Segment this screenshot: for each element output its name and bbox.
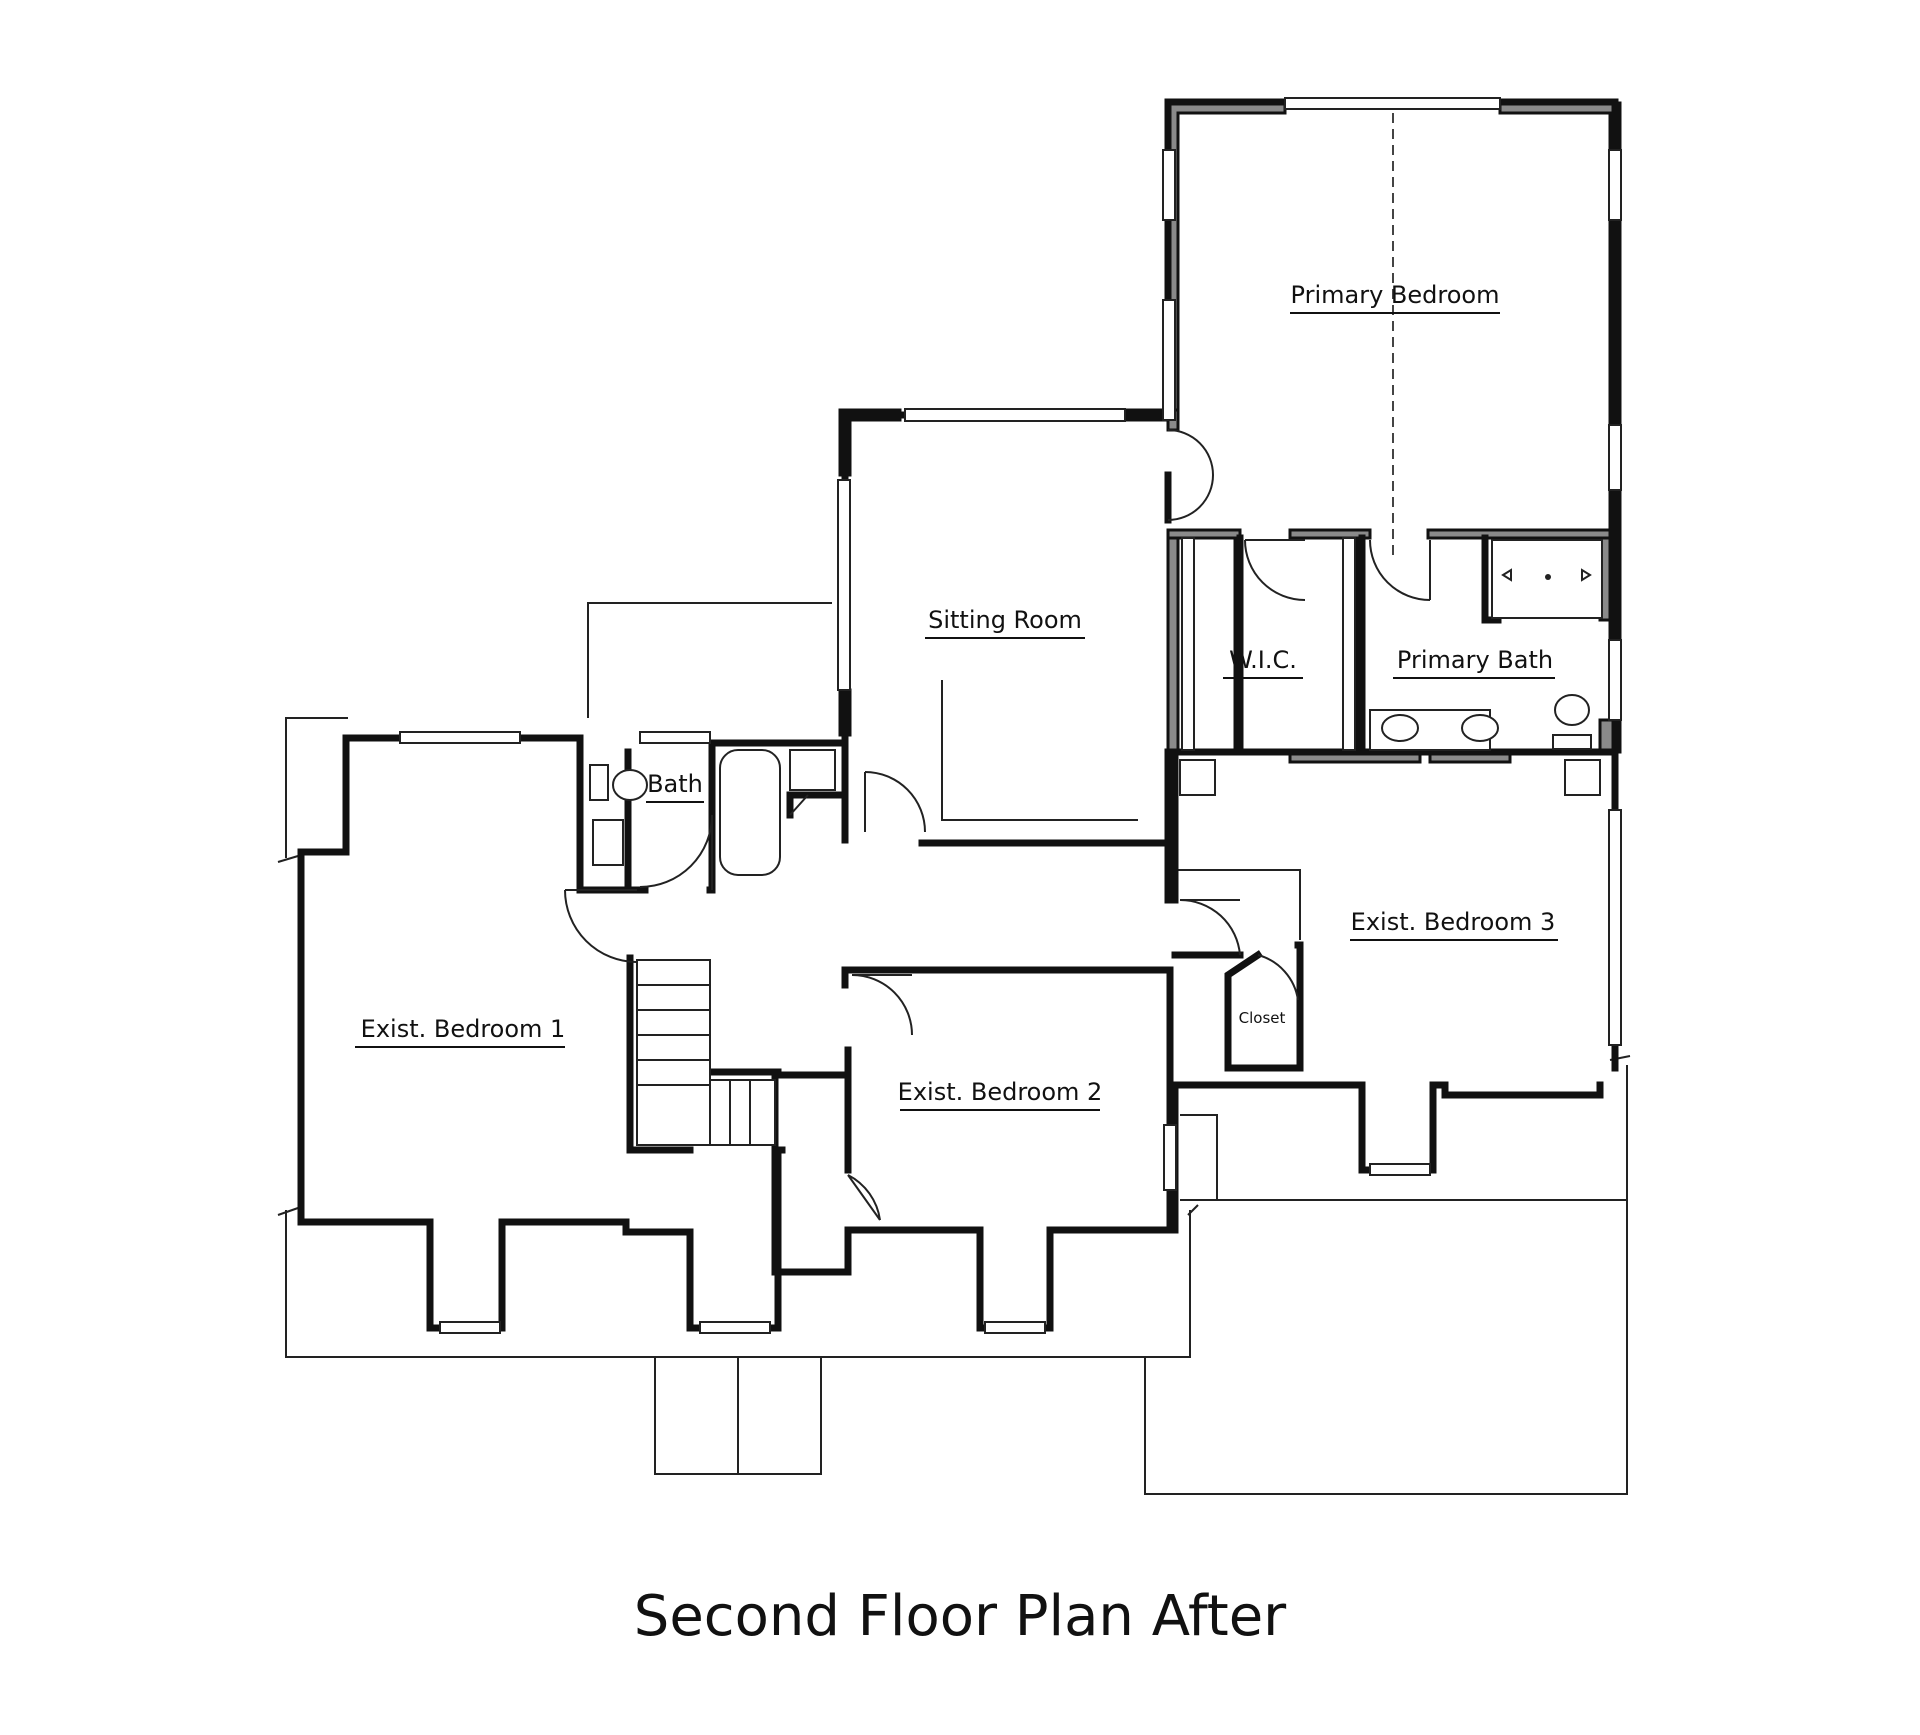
label-primary-bath: Primary Bath [1397, 646, 1553, 674]
label-closet: Closet [1239, 1009, 1286, 1027]
doors [564, 429, 1431, 1221]
label-primary-bedroom: Primary Bedroom [1291, 281, 1500, 309]
fixtures [589, 537, 1603, 876]
label-bedroom-2: Exist. Bedroom 2 [898, 1078, 1103, 1106]
stairs [636, 959, 776, 1146]
room-labels: Primary Bedroom Sitting Room W.I.C. Prim… [355, 281, 1558, 1111]
label-bedroom-3: Exist. Bedroom 3 [1351, 908, 1556, 936]
roof-outlines [277, 602, 1631, 1495]
label-wic: W.I.C. [1229, 646, 1297, 674]
windows [399, 97, 1622, 1334]
label-bath: Bath [647, 770, 703, 798]
label-sitting-room: Sitting Room [928, 606, 1082, 634]
label-bedroom-1: Exist. Bedroom 1 [361, 1015, 566, 1043]
plan-title: Second Floor Plan After [634, 1584, 1287, 1649]
